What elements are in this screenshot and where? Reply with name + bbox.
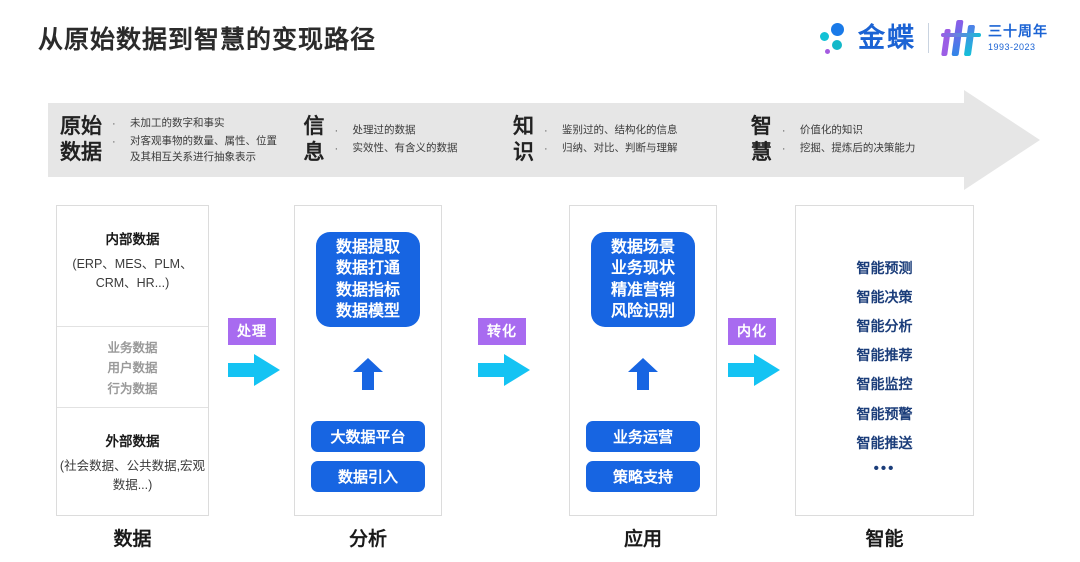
anniversary-years: 1993-2023 — [988, 41, 1036, 52]
banner-segment-bullets: · 价值化的知识 · 挖掘、提炼后的决策能力 — [782, 122, 916, 158]
internal-data-subtitle: (ERP、MES、PLM、CRM、HR...) — [72, 257, 193, 291]
bullet-icon: · — [544, 124, 548, 137]
bullet-text: 处理过的数据 — [352, 123, 416, 136]
bullet-text: 对客观事物的数量、属性、位置及其相互关系进行抽象表示 — [130, 134, 277, 164]
data-type-item: 用户数据 — [107, 361, 158, 376]
logo-divider — [928, 23, 929, 53]
bullet-icon: · — [781, 143, 786, 155]
external-data-subtitle: (社会数据、公共数据,宏观数据...) — [59, 459, 206, 493]
logo-brand-text: 金蝶 — [858, 22, 916, 53]
arrow-up-icon — [353, 358, 383, 390]
connector-badge: 转化 — [478, 318, 526, 345]
banner-body: 原始 数据 · 未加工的数字和事实 · 对客观事物的数量、属性、位置及其相互关系进行… — [48, 103, 968, 177]
bullet-text: 归纳、对比、判断与理解 — [562, 142, 678, 154]
application-capability-box: 数据场景 业务现状 精准营销 风险识别 — [591, 232, 695, 327]
intelligence-item: 智能推荐 — [856, 347, 913, 364]
connector-badge: 内化 — [728, 318, 776, 345]
application-capability-item: 精准营销 — [610, 281, 675, 299]
bullet-icon: · — [112, 135, 116, 148]
anniversary-label: 三十周年 — [988, 23, 1048, 40]
data-types-section: 业务数据 用户数据 行为数据 — [57, 327, 208, 408]
bullet-text: 实效性、有含义的数据 — [352, 142, 458, 154]
column-label-analysis: 分析 — [348, 529, 387, 550]
arrow-right-icon — [728, 354, 786, 386]
internal-data-section: 内部数据 (ERP、MES、PLM、CRM、HR...) — [57, 206, 208, 327]
column-label-data: 数据 — [113, 529, 152, 550]
arrow-right-icon — [478, 354, 536, 386]
banner-segment-bullets: · 未加工的数字和事实 · 对客观事物的数量、属性、位置及其相互关系进行抽象表示 — [112, 115, 280, 166]
column-card-intelligence: 智能预测 智能决策 智能分析 智能推荐 智能监控 智能预警 智能推送 ••• — [795, 205, 974, 516]
bullet-text: 挖掘、提炼后的决策能力 — [799, 142, 916, 154]
analysis-platform-pill: 大数据平台 — [311, 421, 425, 452]
banner-segment-title: 智 慧 — [750, 115, 772, 164]
intelligence-item: 智能监控 — [856, 376, 913, 393]
data-type-item: 行为数据 — [107, 381, 158, 396]
analysis-capability-item: 数据模型 — [335, 302, 400, 320]
arrow-up-icon — [628, 358, 658, 390]
bullet-icon: · — [781, 124, 786, 137]
banner-segment-knowledge: 知 识 · 鉴别过的、结构化的信息 · 归纳、对比、判断与理解 — [513, 103, 751, 177]
bullet-text: 价值化的知识 — [799, 123, 863, 136]
data-type-item: 业务数据 — [107, 341, 158, 355]
internal-data-title: 内部数据 — [105, 232, 160, 247]
banner-segment-title: 知 识 — [513, 115, 535, 164]
analysis-capability-item: 数据指标 — [335, 281, 400, 299]
external-data-section: 外部数据 (社会数据、公共数据,宏观数据...) — [57, 408, 208, 515]
banner-segment-bullets: · 处理过的数据 · 实效性、有含义的数据 — [335, 122, 458, 158]
bullet-icon: · — [334, 124, 339, 137]
intelligence-ellipsis: ••• — [873, 459, 896, 477]
anniversary-block: 三十周年 1993-2023 — [988, 23, 1048, 52]
intelligence-item: 智能决策 — [856, 289, 913, 306]
arrow-right-icon — [228, 354, 286, 386]
column-label-application: 应用 — [623, 529, 662, 550]
bullet-icon: · — [334, 143, 339, 155]
application-operations-pill: 业务运营 — [586, 421, 700, 452]
analysis-capability-box: 数据提取 数据打通 数据指标 数据模型 — [316, 232, 420, 327]
analysis-capability-item: 数据提取 — [335, 238, 400, 256]
banner-arrow-icon — [964, 90, 1040, 190]
intelligence-list: 智能预测 智能决策 智能分析 智能推荐 智能监控 智能预警 智能推送 ••• — [796, 206, 973, 477]
connector-badge: 处理 — [228, 318, 276, 345]
kingdee-logo: 金蝶 三十周年 1993-2023 — [818, 18, 1048, 58]
banner-segment-title: 原始 数据 — [60, 115, 102, 164]
application-capability-item: 业务现状 — [610, 260, 675, 278]
bullet-text: 鉴别过的、结构化的信息 — [562, 123, 678, 136]
banner-segment-bullets: · 鉴别过的、结构化的信息 · 归纳、对比、判断与理解 — [544, 122, 678, 158]
logo-dots-icon — [818, 21, 852, 55]
analysis-capability-item: 数据打通 — [335, 260, 400, 278]
anniversary-mark-icon — [941, 20, 981, 56]
connector-transformation: 转化 — [478, 318, 540, 386]
intelligence-item: 智能预测 — [856, 260, 913, 276]
banner-segment-title: 信 息 — [303, 115, 325, 164]
banner-segment-information: 信 息 · 处理过的数据 · 实效性、有含义的数据 — [304, 103, 514, 177]
bullet-icon: · — [112, 117, 116, 130]
application-capability-item: 风险识别 — [610, 302, 675, 320]
banner-segment-raw-data: 原始 数据 · 未加工的数字和事实 · 对客观事物的数量、属性、位置及其相互关系进行… — [60, 103, 304, 177]
application-strategy-pill: 策略支持 — [586, 461, 700, 492]
external-data-title: 外部数据 — [105, 434, 160, 449]
connector-processing: 处理 — [228, 318, 290, 386]
intelligence-item: 智能推送 — [856, 434, 913, 451]
intelligence-item: 智能分析 — [856, 318, 913, 335]
intelligence-item: 智能预警 — [856, 405, 913, 422]
column-label-intelligence: 智能 — [865, 529, 904, 550]
bullet-icon: · — [544, 143, 548, 155]
column-card-data: 内部数据 (ERP、MES、PLM、CRM、HR...) 业务数据 用户数据 行… — [56, 205, 209, 516]
page-title: 从原始数据到智慧的变现路径 — [38, 26, 377, 54]
maturity-banner: 原始 数据 · 未加工的数字和事实 · 对客观事物的数量、属性、位置及其相互关系进行… — [48, 90, 1040, 190]
bullet-text: 未加工的数字和事实 — [130, 116, 225, 129]
application-capability-item: 数据场景 — [610, 238, 675, 256]
connector-internalization: 内化 — [728, 318, 790, 386]
analysis-ingest-pill: 数据引入 — [311, 461, 425, 492]
banner-segment-wisdom: 智 慧 · 价值化的知识 · 挖掘、提炼后的决策能力 — [751, 103, 968, 177]
